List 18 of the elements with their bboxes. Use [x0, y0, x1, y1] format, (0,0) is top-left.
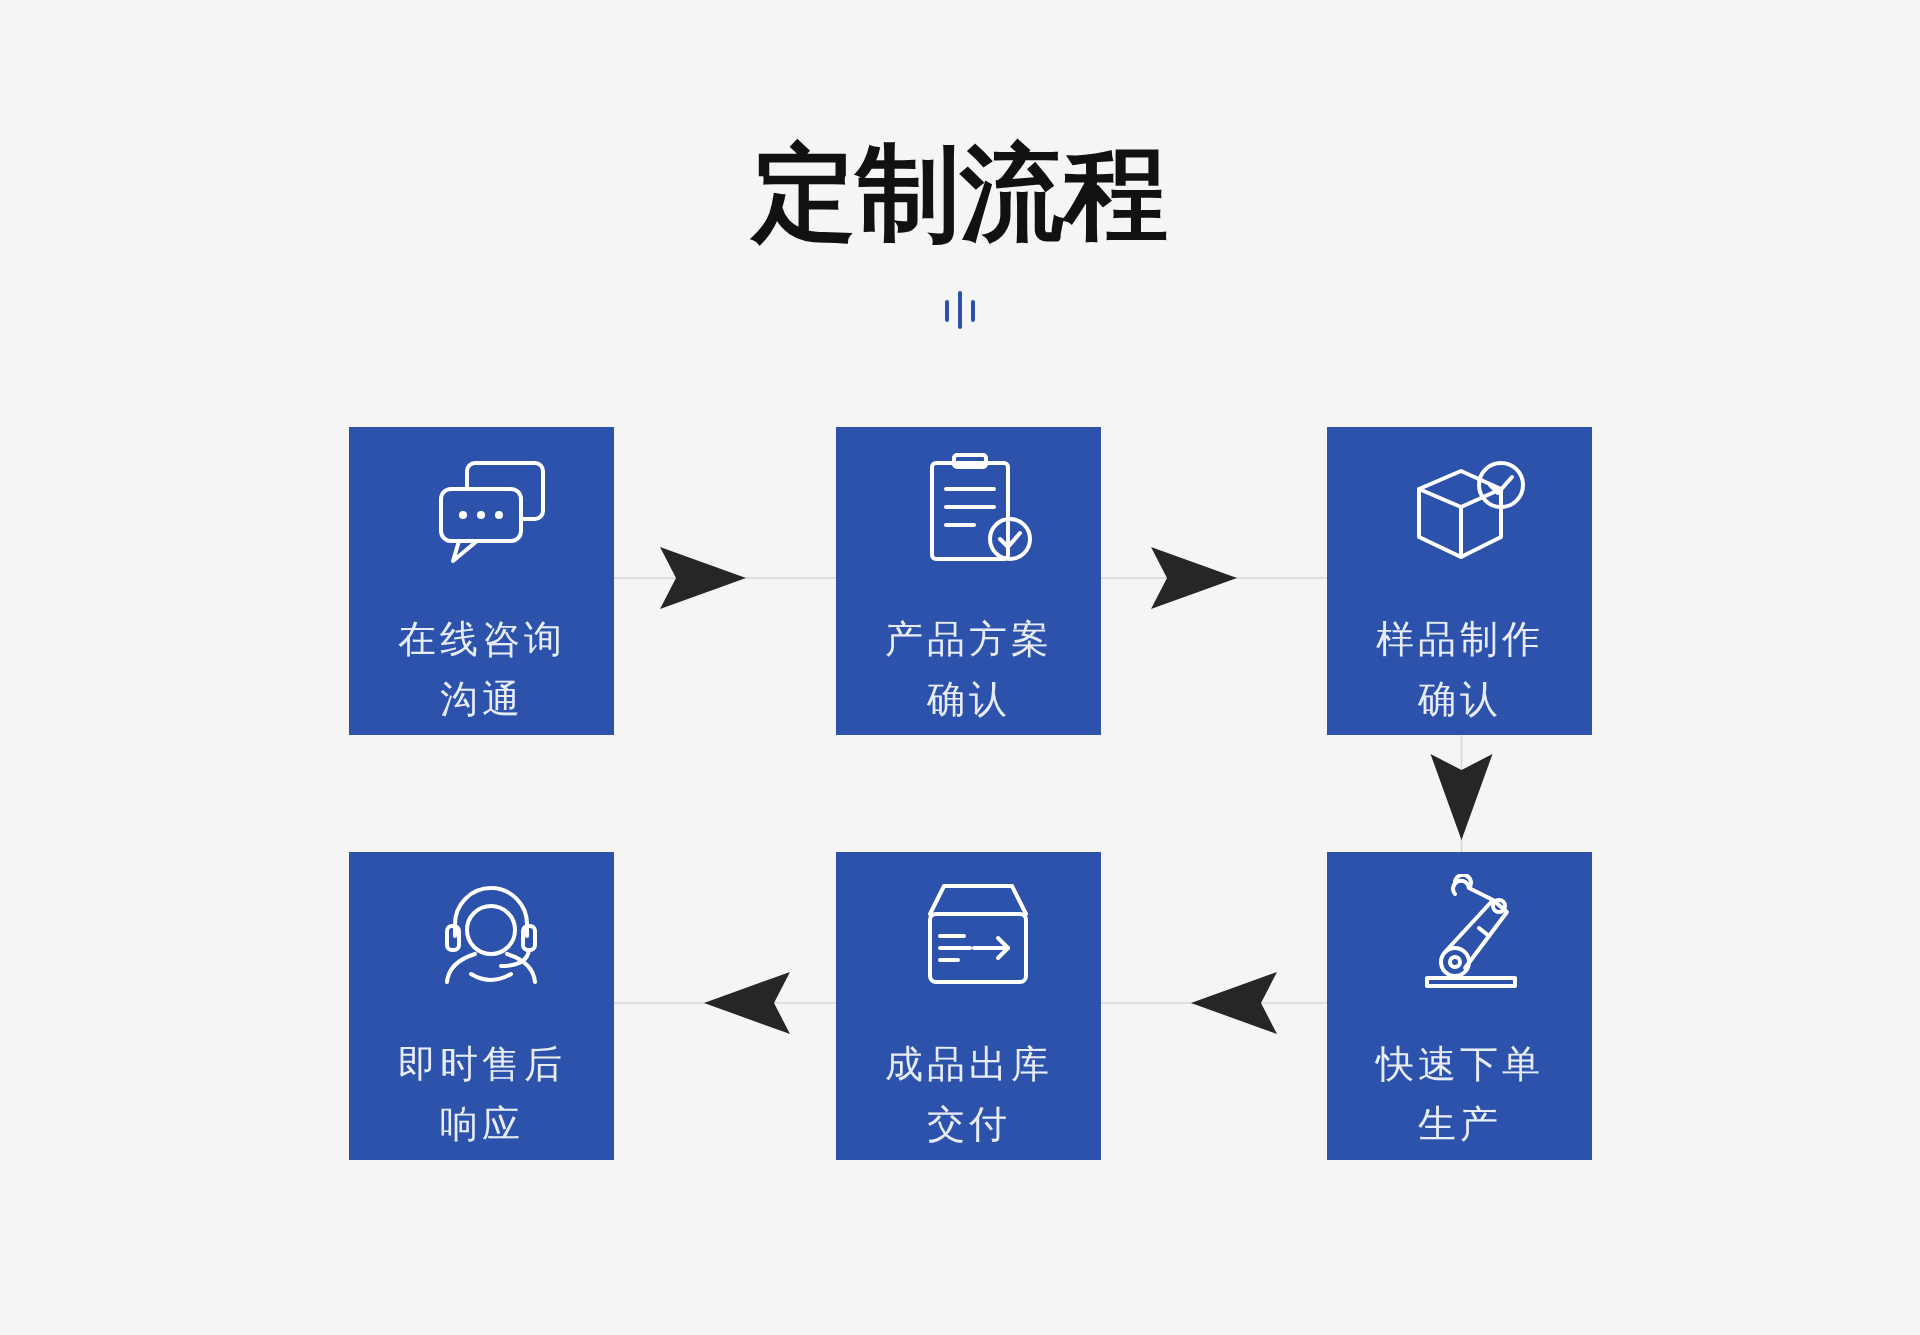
step-label: 快速下单生产: [1374, 1041, 1545, 1148]
step-box: [349, 427, 614, 735]
arrow: [1430, 734, 1493, 853]
step-label: 在线咨询沟通: [396, 616, 567, 723]
step-label: 样品制作确认: [1374, 616, 1545, 723]
arrow: [613, 547, 837, 609]
step-box: [836, 852, 1101, 1160]
title: 定制流程: [749, 130, 1169, 256]
step-box: [1327, 427, 1592, 735]
step-box: [1327, 852, 1592, 1160]
step-box: [349, 852, 614, 1160]
step-label: 成品出库交付: [883, 1041, 1054, 1148]
arrow: [613, 972, 837, 1034]
arrow: [1100, 972, 1328, 1034]
step-label: 产品方案确认: [883, 616, 1054, 723]
arrow: [1100, 547, 1328, 609]
step-box: [836, 427, 1101, 735]
step-label: 即时售后响应: [396, 1041, 567, 1148]
